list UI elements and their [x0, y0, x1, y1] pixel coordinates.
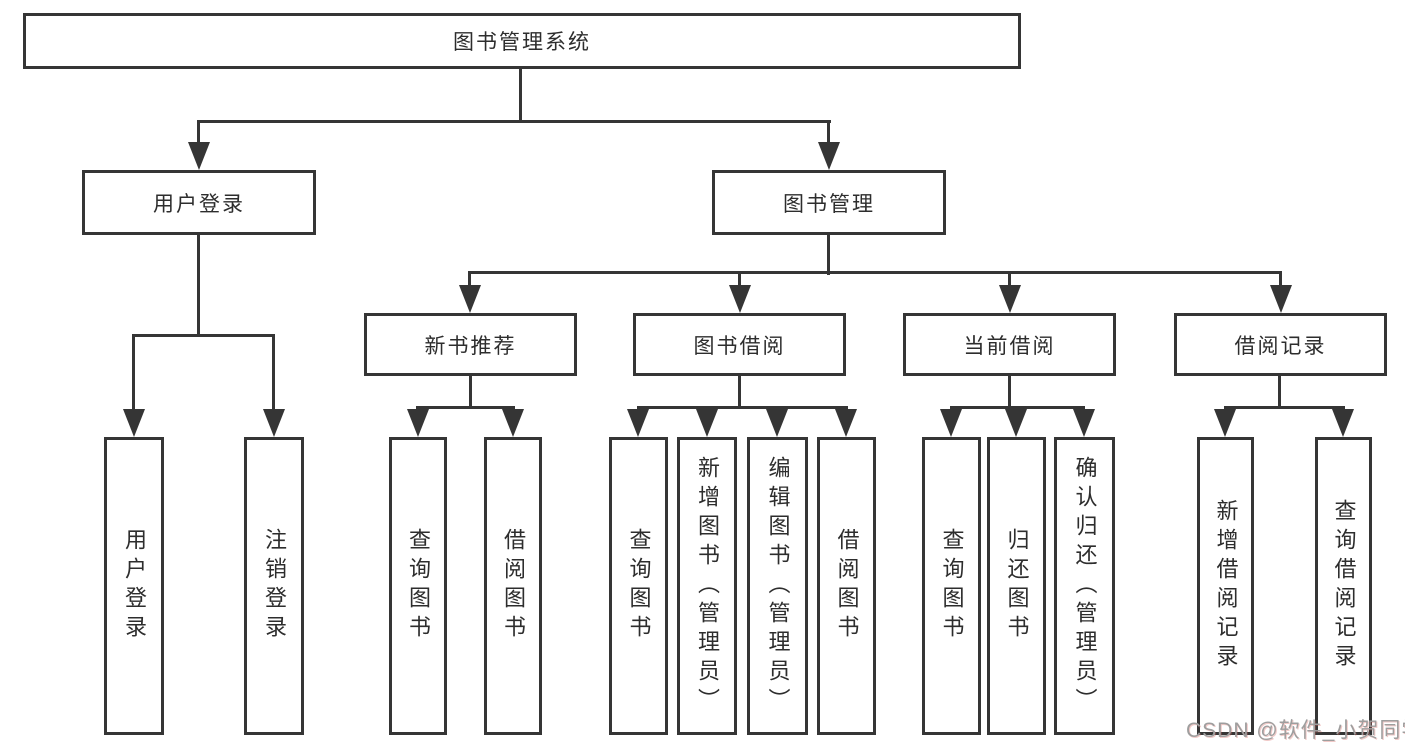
connector-bookmgmt-stem [827, 235, 830, 275]
arrow-down-icon [940, 409, 962, 437]
arrow-down-icon [1005, 409, 1027, 437]
node-label: 图书管理 [783, 192, 875, 216]
node-label: 新书推荐 [424, 334, 517, 358]
connector-drop [132, 334, 135, 411]
connector-stem [1008, 376, 1011, 409]
connector-bar [416, 406, 515, 409]
connector-drop-user-login [197, 120, 200, 144]
leaf-user-login: 用户登录 [104, 437, 164, 735]
connector-bar [1224, 406, 1345, 409]
connector-userlogin-bar [133, 334, 275, 337]
arrow-down-icon [627, 409, 649, 437]
arrow-down-icon [766, 409, 788, 437]
arrow-down-icon [1332, 409, 1354, 437]
arrow-down-icon [263, 409, 285, 437]
arrow-down-icon [696, 409, 718, 437]
leaf-query-borrow-record: 查询借阅记录 [1315, 437, 1372, 735]
node-user-login: 用户登录 [82, 170, 316, 235]
arrow-down-icon [1214, 409, 1236, 437]
node-label: 图书借阅 [693, 334, 786, 358]
node-new-book-recommendation: 新书推荐 [364, 313, 577, 376]
arrow-down-icon [407, 409, 429, 437]
connector-bar [637, 406, 848, 409]
csdn-watermark: CSDN @软件_小贺同学 [1186, 719, 1405, 742]
leaf-query-books: 查询图书 [922, 437, 981, 735]
connector-root-bar [197, 120, 831, 123]
connector-stem [1278, 376, 1281, 409]
connector-root-stem [519, 69, 522, 123]
leaf-logout: 注销登录 [244, 437, 304, 735]
node-label: 图书管理系统 [453, 31, 591, 54]
node-book-borrowing: 图书借阅 [633, 313, 846, 376]
arrow-down-icon [729, 285, 751, 313]
node-label: 当前借阅 [963, 334, 1056, 358]
arrow-down-icon [459, 285, 481, 313]
leaf-edit-books-admin: 编辑图书（管理员） [747, 437, 808, 735]
arrow-down-icon [818, 142, 840, 170]
leaf-query-books: 查询图书 [389, 437, 447, 735]
arrow-down-icon [1073, 409, 1095, 437]
connector-bar [950, 406, 1085, 409]
leaf-confirm-return-admin: 确认归还（管理员） [1054, 437, 1115, 735]
connector-userlogin-stem [197, 235, 200, 337]
node-current-borrowing: 当前借阅 [903, 313, 1116, 376]
arrow-down-icon [123, 409, 145, 437]
leaf-add-books-admin: 新增图书（管理员） [677, 437, 737, 735]
node-borrowing-records: 借阅记录 [1174, 313, 1387, 376]
connector-bookmgmt-bar [468, 271, 1282, 274]
connector-stem [738, 376, 741, 409]
node-label: 用户登录 [153, 192, 245, 216]
node-book-management: 图书管理 [712, 170, 946, 235]
connector-drop [1008, 271, 1011, 287]
leaf-query-books: 查询图书 [609, 437, 668, 735]
connector-drop [468, 271, 471, 287]
leaf-borrow-books: 借阅图书 [484, 437, 542, 735]
connector-drop [738, 271, 741, 287]
connector-drop-book-management [827, 120, 830, 144]
connector-stem [469, 376, 472, 409]
connector-drop [1279, 271, 1282, 287]
leaf-add-borrow-record: 新增借阅记录 [1197, 437, 1254, 735]
node-root-library-management-system: 图书管理系统 [23, 13, 1021, 69]
leaf-borrow-books: 借阅图书 [817, 437, 876, 735]
connector-drop [272, 334, 275, 411]
node-label: 借阅记录 [1234, 334, 1327, 358]
arrow-down-icon [502, 409, 524, 437]
arrow-down-icon [999, 285, 1021, 313]
arrow-down-icon [188, 142, 210, 170]
arrow-down-icon [835, 409, 857, 437]
leaf-return-books: 归还图书 [987, 437, 1046, 735]
arrow-down-icon [1270, 285, 1292, 313]
